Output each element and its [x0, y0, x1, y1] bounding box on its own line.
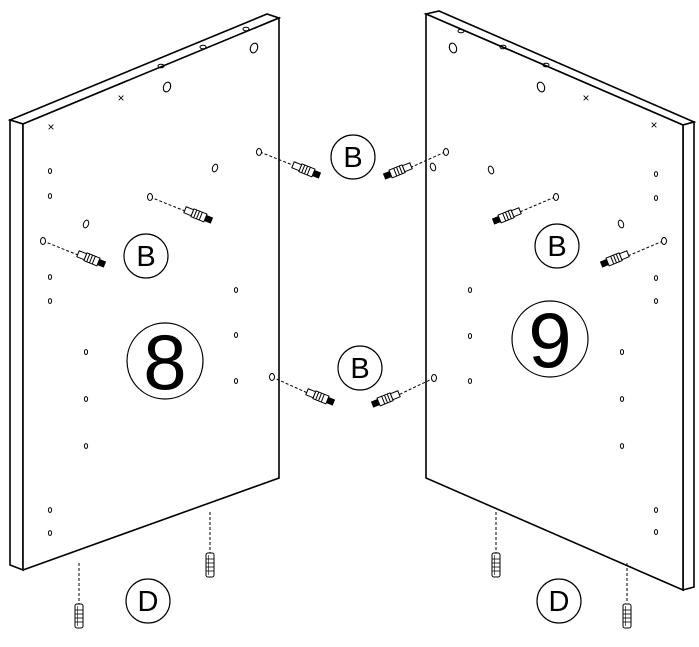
cam-bolt-icon: [290, 160, 322, 181]
panel-number-circle: [511, 300, 589, 378]
left-panel-face: [22, 16, 280, 572]
part-label-b-top: B: [330, 134, 376, 180]
shelf-pin-icon: [622, 603, 632, 629]
part-label-d-left: D: [125, 578, 171, 624]
shelf-pin-icon: [491, 552, 501, 578]
cam-bolt-icon: [304, 387, 336, 408]
part-label-text: B: [350, 353, 369, 385]
part-label-d-right: D: [536, 578, 582, 624]
panel-number-9: 9: [528, 296, 571, 384]
right-panel: × × 9: [423, 10, 697, 592]
panel-number-8: 8: [143, 318, 186, 406]
part-label-text: B: [343, 142, 362, 174]
cross-mark: ×: [117, 91, 124, 105]
cam-bolt-icon: [382, 161, 414, 182]
part-label-b-right: B: [534, 223, 580, 269]
part-label-text: D: [549, 586, 570, 618]
part-label-text: D: [138, 586, 159, 618]
part-label-b-left: B: [123, 233, 169, 279]
part-label-text: B: [547, 231, 566, 263]
right-panel-side-edge: [682, 120, 695, 592]
cross-mark: ×: [47, 120, 54, 134]
cross-mark: ×: [582, 91, 589, 105]
part-label-b-middle: B: [337, 345, 383, 391]
cam-bolt-icon: [370, 389, 402, 410]
left-panel-side-edge: [9, 118, 24, 572]
shelf-pin-icon: [205, 552, 215, 578]
shelf-pin-icon: [74, 603, 84, 629]
part-label-text: B: [136, 241, 155, 273]
left-panel: × × 8: [7, 13, 282, 572]
cross-mark: ×: [650, 118, 657, 132]
panel-number-circle: [126, 322, 204, 400]
